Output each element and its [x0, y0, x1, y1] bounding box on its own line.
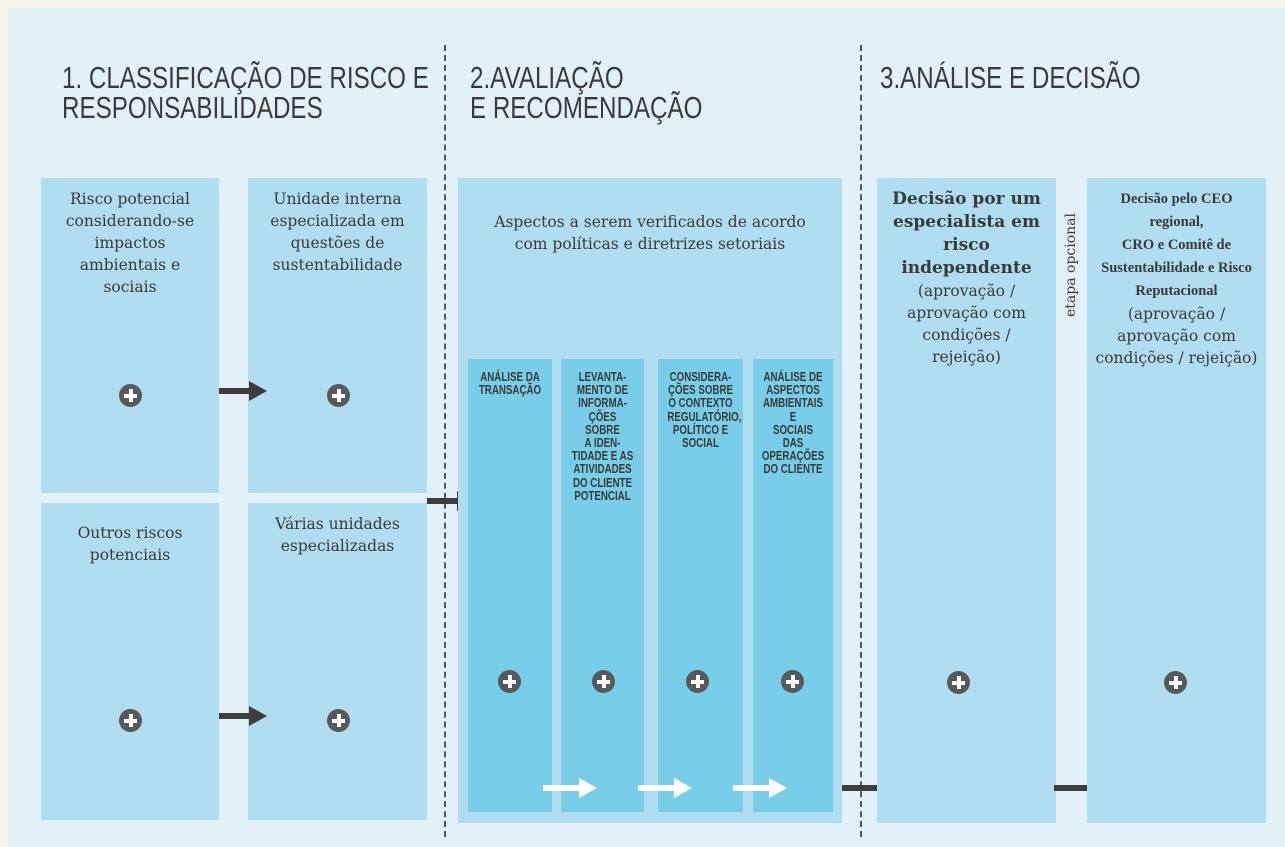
column-regulatory-context: CONSIDERA- ÇÕES SOBRE O CONTEXTO REGULAT… — [658, 359, 743, 812]
independent-decision-box: Decisão por um especialista em risco ind… — [877, 178, 1056, 823]
stage2-heading: 2.AVALIAÇÃO E RECOMENDAÇÃO — [470, 60, 703, 125]
stage3-heading: 3.ANÁLISE E DECISÃO — [880, 60, 1141, 95]
optional-step-label: etapa opcional — [1063, 213, 1079, 317]
column-label: ANÁLISE DA TRANSAÇÃO — [478, 370, 542, 398]
plus-circle-icon[interactable] — [327, 384, 350, 407]
plus-circle-icon[interactable] — [498, 670, 521, 693]
stage2-heading-line2: E RECOMENDAÇÃO — [470, 90, 703, 125]
column-label: LEVANTA- MENTO DE INFORMA- ÇÕES SOBRE A … — [571, 370, 634, 503]
plus-circle-icon[interactable] — [119, 709, 142, 732]
arrow-right-icon — [543, 778, 597, 798]
plus-circle-icon[interactable] — [781, 670, 804, 693]
column-label: CONSIDERA- ÇÕES SOBRE O CONTEXTO REGULAT… — [667, 370, 742, 451]
risk-potential-text: Risco potencial considerando-se impactos… — [65, 190, 195, 296]
plus-circle-icon[interactable] — [592, 670, 615, 693]
other-risks-box: Outros riscos potenciais — [41, 503, 219, 820]
assessment-intro-text: Aspectos a serem verificados de acordo c… — [494, 213, 806, 253]
decision2-title-line1: Decisão pelo CEO regional, — [1120, 191, 1233, 230]
committee-decision-box: Decisão pelo CEO regional, CRO e Comitê … — [1087, 178, 1266, 823]
decision1-options: (aprovação / aprovação com condições / r… — [907, 282, 1026, 366]
column-transaction-analysis: ANÁLISE DA TRANSAÇÃO — [468, 359, 552, 812]
plus-circle-icon[interactable] — [119, 384, 142, 407]
other-risks-text: Outros riscos potenciais — [77, 524, 183, 564]
committee-decision-text: Decisão pelo CEO regional, CRO e Comitê … — [1087, 188, 1266, 369]
internal-unit-text: Unidade interna especializada em questõe… — [270, 190, 405, 274]
risk-potential-box: Risco potencial considerando-se impactos… — [41, 178, 219, 493]
column-client-information: LEVANTA- MENTO DE INFORMA- ÇÕES SOBRE A … — [561, 359, 644, 812]
decision1-title: Decisão por um especialista em risco ind… — [892, 189, 1041, 278]
various-units-box: Várias unidades especializadas — [248, 503, 427, 820]
stage1-heading-line1: 1. CLASSIFICAÇÃO DE RISCO E — [62, 60, 429, 95]
various-units-text: Várias unidades especializadas — [275, 515, 400, 555]
stage1-heading-line2: RESPONSABILIDADES — [62, 90, 323, 125]
plus-circle-icon[interactable] — [947, 671, 970, 694]
arrow-right-icon — [219, 706, 267, 726]
plus-circle-icon[interactable] — [1164, 671, 1187, 694]
arrow-right-icon — [219, 381, 267, 401]
plus-circle-icon[interactable] — [327, 709, 350, 732]
decision2-options: (aprovação / aprovação com condições / r… — [1095, 305, 1258, 367]
stage2-heading-line1: 2.AVALIAÇÃO — [470, 60, 624, 95]
stage-divider-1 — [444, 45, 446, 837]
stage3-heading-line1: 3.ANÁLISE E DECISÃO — [880, 60, 1141, 95]
decision2-title: Decisão pelo CEO regional, CRO e Comitê … — [1093, 188, 1260, 303]
decision2-title-line2: CRO e Comitê de Sustentabilidade e Risco… — [1101, 237, 1252, 299]
column-environmental-social: ANÁLISE DE ASPECTOS AMBIENTAIS E SOCIAIS… — [753, 359, 833, 812]
stage-divider-2 — [860, 45, 862, 837]
internal-unit-box: Unidade interna especializada em questõe… — [248, 178, 427, 493]
arrow-right-icon — [638, 778, 692, 798]
independent-decision-text: Decisão por um especialista em risco ind… — [877, 188, 1056, 368]
plus-circle-icon[interactable] — [686, 670, 709, 693]
stage1-heading: 1. CLASSIFICAÇÃO DE RISCO E RESPONSABILI… — [62, 60, 429, 125]
column-label: ANÁLISE DE ASPECTOS AMBIENTAIS E SOCIAIS… — [761, 370, 825, 477]
arrow-right-icon — [733, 778, 787, 798]
